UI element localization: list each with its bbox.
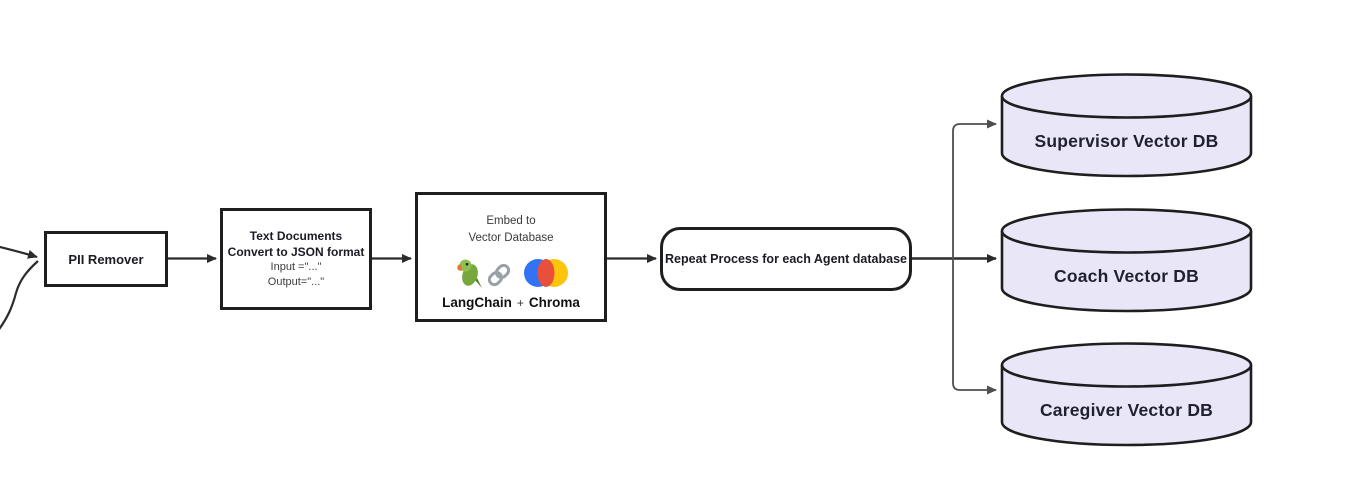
branch-to-caregiver-db: [952, 258, 997, 395]
logo-row: [454, 256, 569, 290]
converter-line-3: Input ="...": [270, 261, 322, 274]
coach-db-label: Coach Vector DB: [1054, 266, 1199, 287]
json-converter-node[interactable]: Text Documents Convert to JSON format In…: [220, 208, 372, 310]
supervisor-db-label: Supervisor Vector DB: [1034, 131, 1219, 152]
database-cylinder-shape: [1000, 342, 1253, 447]
supervisor-vector-db-node[interactable]: Supervisor Vector DB: [1000, 72, 1253, 178]
embed-title-line-2: Vector Database: [468, 231, 554, 244]
branch-to-supervisor-db: [952, 119, 997, 259]
pii-remover-label: PII Remover: [68, 251, 144, 267]
chroma-label: Chroma: [528, 295, 580, 311]
embed-title-line-1: Embed to: [486, 215, 536, 227]
incoming-curve-top: [0, 245, 38, 259]
caregiver-db-label: Caregiver Vector DB: [1039, 400, 1214, 421]
database-cylinder-shape: [1000, 208, 1253, 313]
chain-link-icon: [487, 264, 510, 287]
pii-remover-node[interactable]: PII Remover: [44, 231, 168, 287]
coach-vector-db-node[interactable]: Coach Vector DB: [1000, 207, 1253, 313]
parrot-icon: [456, 259, 482, 289]
converter-line-2: Convert to JSON format: [227, 245, 365, 260]
repeat-process-node[interactable]: Repeat Process for each Agent database: [660, 227, 912, 291]
chroma-tricolor-circles-icon: [523, 259, 568, 288]
plus-sign: +: [516, 296, 524, 311]
converter-line-1: Text Documents: [249, 228, 343, 243]
langchain-logo: [454, 257, 513, 289]
converter-line-4: Output="...": [267, 276, 325, 289]
langchain-label: LangChain: [442, 295, 512, 311]
embed-node[interactable]: Embed to Vector Database: [415, 192, 607, 322]
repeat-process-label: Repeat Process for each Agent database: [665, 252, 907, 266]
caregiver-vector-db-node[interactable]: Caregiver Vector DB: [1000, 341, 1253, 447]
incoming-curve-bottom: [0, 260, 39, 330]
database-cylinder-shape: [1000, 73, 1253, 178]
